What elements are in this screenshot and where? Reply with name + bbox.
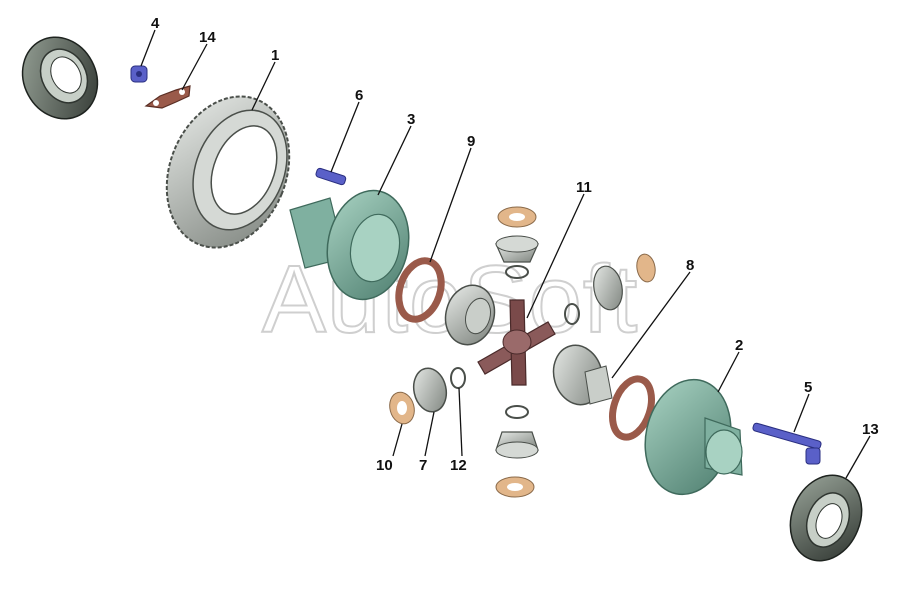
ring-part-12 — [450, 367, 466, 389]
callout-7: 7 — [419, 457, 427, 474]
leader-4 — [140, 29, 156, 67]
gasket-part-9 — [395, 257, 445, 323]
leader-7 — [424, 411, 435, 457]
callout-1: 1 — [271, 47, 279, 64]
pinion-gear-part-7 — [412, 367, 448, 413]
bearing-left — [21, 36, 99, 120]
pinion-gear-bottom — [495, 405, 539, 459]
housing-part-2 — [644, 378, 743, 496]
spider-cross-part-11 — [477, 299, 556, 386]
gasket-part-8 — [609, 375, 655, 441]
leader-lines — [140, 29, 871, 479]
callout-11: 11 — [576, 179, 592, 196]
leader-14 — [181, 43, 208, 91]
housing-part-3 — [289, 189, 410, 301]
callout-8: 8 — [686, 257, 694, 274]
leader-12 — [458, 387, 463, 457]
washer-part-10 — [389, 391, 415, 425]
callout-13: 13 — [862, 421, 879, 438]
callout-10: 10 — [376, 457, 393, 474]
callout-5: 5 — [804, 379, 812, 396]
thrust-washer-bottom — [495, 476, 535, 498]
bearing-part-13 — [789, 474, 863, 562]
leader-8 — [611, 271, 691, 379]
callout-12: 12 — [450, 457, 467, 474]
nut-part-4 — [130, 65, 148, 83]
leader-1 — [251, 61, 276, 111]
ring-gear-part-1 — [165, 95, 291, 249]
thrust-washer-top — [497, 206, 537, 228]
side-gear-right — [552, 344, 613, 406]
callout-9: 9 — [467, 133, 475, 150]
lock-plate-part-14 — [144, 85, 191, 109]
pinion-gear-top — [495, 235, 539, 279]
leader-13 — [845, 435, 871, 479]
leader-10 — [392, 423, 403, 457]
callout-4: 4 — [151, 15, 160, 32]
leader-2 — [717, 351, 740, 393]
leader-3 — [377, 125, 412, 196]
bolt-part-5 — [752, 422, 822, 465]
callout-14: 14 — [199, 29, 216, 46]
side-gear-left — [444, 284, 496, 346]
leader-5 — [793, 393, 810, 433]
pin-part-6 — [315, 167, 347, 186]
callout-labels: 4 14 1 6 3 9 11 8 2 5 13 10 7 12 — [151, 15, 879, 474]
callout-6: 6 — [355, 87, 363, 104]
leader-6 — [330, 101, 360, 173]
callout-2: 2 — [735, 337, 743, 354]
callout-3: 3 — [407, 111, 415, 128]
pinion-gear-right — [564, 253, 656, 325]
leader-11 — [526, 193, 585, 319]
leader-9 — [429, 147, 472, 263]
